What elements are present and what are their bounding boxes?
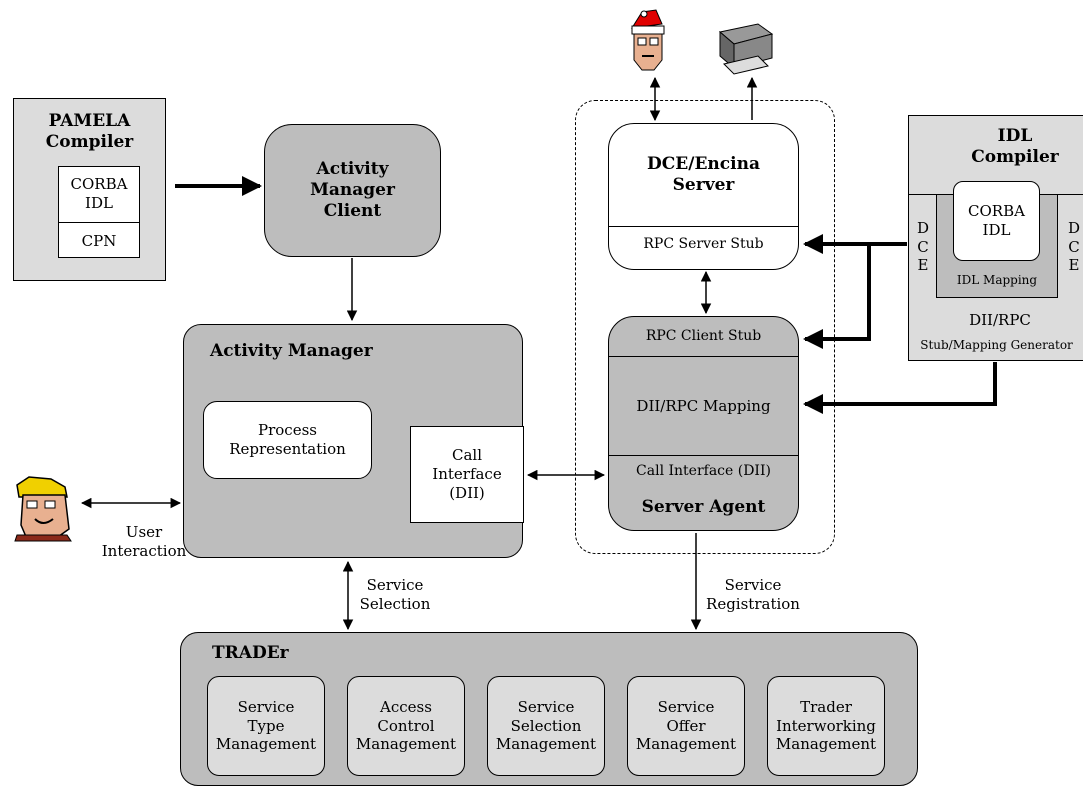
user-interaction-label: User Interaction — [101, 523, 187, 560]
trader-module-service-type: Service Type Management — [207, 676, 325, 776]
pamela-compiler-title: PAMELA Compiler — [45, 110, 134, 152]
pamela-divider — [58, 222, 140, 223]
server-agent-divider-2 — [608, 455, 799, 456]
idl-dii-rpc: DII/RPC — [969, 310, 1031, 329]
idl-mapping-label: IDL Mapping — [956, 272, 1038, 287]
rpc-client-stub: RPC Client Stub — [645, 328, 762, 345]
pamela-idl-box — [58, 166, 140, 258]
trader-module-service-selection: Service Selection Management — [487, 676, 605, 776]
idl-dce-left: D C E — [916, 218, 930, 275]
process-representation: Process Representation — [203, 401, 372, 479]
dce-encina-server-title: DCE/Encina Server — [647, 153, 760, 195]
trader-title: TRADEr — [212, 643, 289, 663]
service-selection-label: Service Selection — [359, 576, 431, 613]
pamela-corba-idl: CORBA IDL — [70, 175, 128, 212]
idl-dce-right: D C E — [1067, 218, 1081, 275]
trader-module-service-offer: Service Offer Management — [627, 676, 745, 776]
idl-stub-mapping-generator: Stub/Mapping Generator — [920, 337, 1073, 352]
trader-module-trader-interworking: Trader Interworking Management — [767, 676, 885, 776]
pamela-cpn: CPN — [81, 231, 117, 250]
server-agent-call-interface: Call Interface (DII) — [636, 463, 771, 480]
server-agent — [608, 316, 799, 531]
server-agent-divider-1 — [608, 356, 799, 357]
am-call-interface: Call Interface (DII) — [410, 426, 524, 523]
service-registration-label: Service Registration — [706, 576, 800, 613]
idl-compiler-title: IDL Compiler — [971, 125, 1059, 167]
idl-corba-idl: CORBA IDL — [953, 181, 1040, 261]
dce-encina-server — [608, 123, 799, 270]
activity-manager-title: Activity Manager — [210, 341, 373, 361]
trader-module-access-control: Access Control Management — [347, 676, 465, 776]
server-agent-title: Server Agent — [641, 497, 766, 518]
rpc-server-stub: RPC Server Stub — [643, 236, 764, 253]
activity-manager-client: Activity Manager Client — [264, 124, 441, 257]
dce-server-divider — [608, 226, 799, 227]
dii-rpc-mapping: DII/RPC Mapping — [636, 396, 771, 415]
